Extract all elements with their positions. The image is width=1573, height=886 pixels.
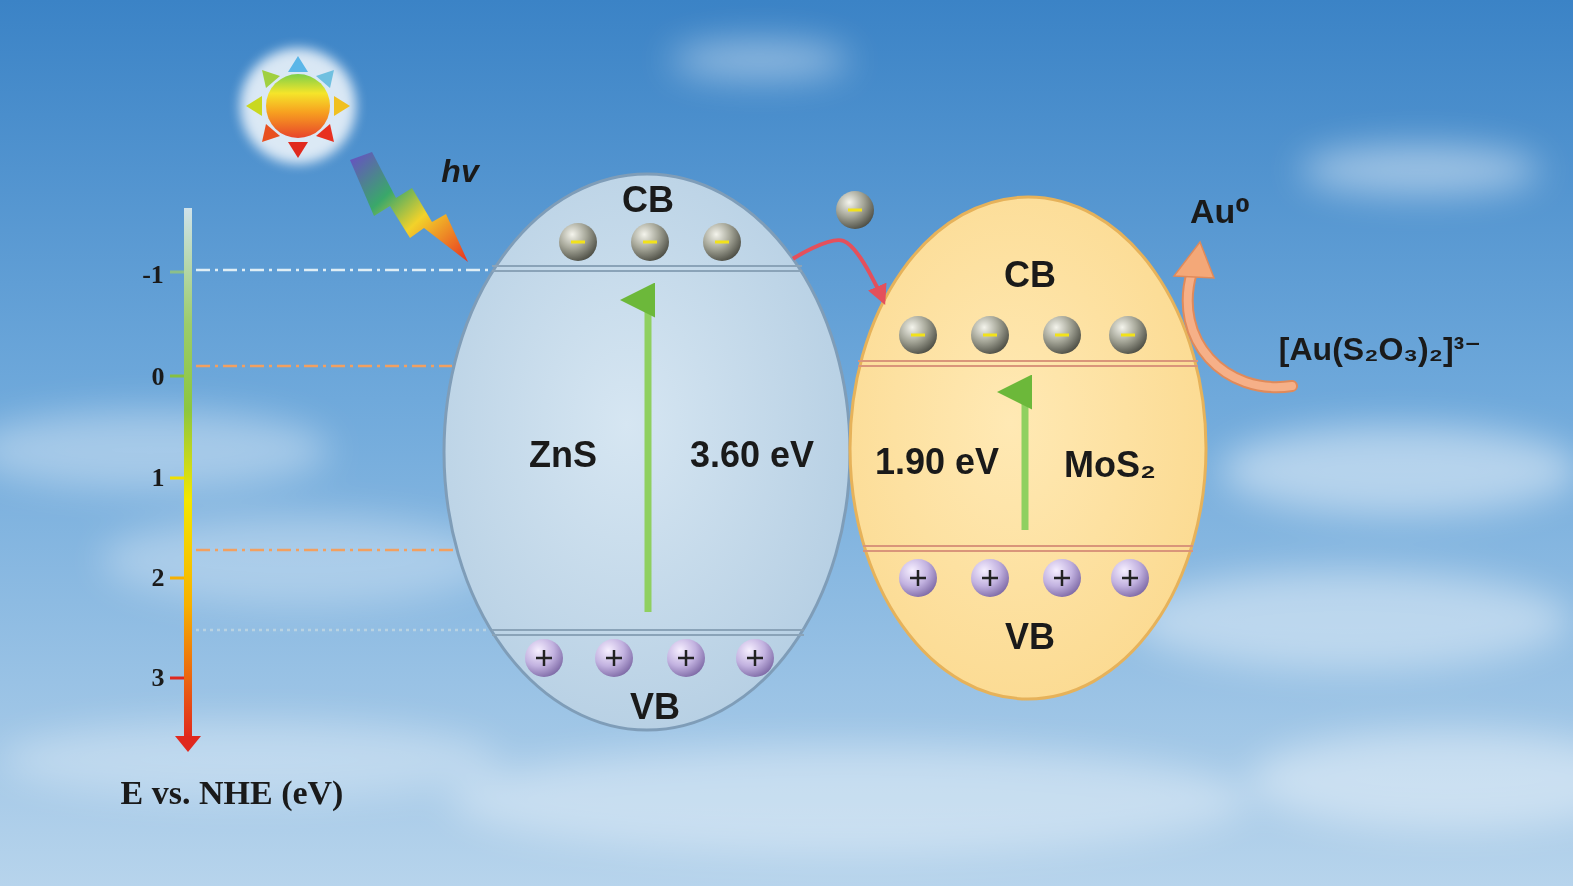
axis-tick: 2	[152, 564, 165, 593]
material-label: MoS₂	[1064, 445, 1156, 485]
electrons	[559, 191, 1147, 354]
axis-tick: 0	[152, 363, 165, 392]
band-gap: 1.90 eV	[875, 442, 999, 482]
clouds	[0, 42, 1573, 855]
sun	[240, 48, 356, 164]
holes	[525, 559, 1149, 677]
band-label: CB	[622, 180, 674, 220]
band-edges	[492, 266, 1198, 635]
band-label: CB	[1004, 255, 1056, 295]
ellipse-shape	[850, 197, 1206, 699]
material-label: ZnS	[529, 435, 597, 475]
ellipse-shape	[444, 174, 850, 730]
axis-tick: 1	[152, 464, 165, 493]
electron-transfer-arrow	[793, 240, 884, 301]
photon-label: hv	[441, 154, 478, 189]
band-gap: 3.60 eV	[690, 435, 814, 475]
reduction-arrow	[1174, 242, 1292, 387]
axis-tick: 3	[152, 664, 165, 693]
band-label: VB	[630, 687, 680, 727]
axis-tick: -1	[142, 261, 164, 290]
complex-label: [Au(S₂O₃)₂]³⁻	[1279, 332, 1481, 367]
zns-ellipse: CB ZnS 3.60 eV VB	[442, 172, 852, 732]
band-label: VB	[1005, 617, 1055, 657]
mos2-ellipse: CB 1.90 eV MoS₂ VB	[848, 195, 1208, 701]
energy-axis	[170, 208, 201, 752]
axis-title: E vs. NHE (eV)	[121, 774, 344, 811]
excitation-arrows	[648, 300, 1025, 612]
product-label: Au⁰	[1190, 193, 1250, 230]
